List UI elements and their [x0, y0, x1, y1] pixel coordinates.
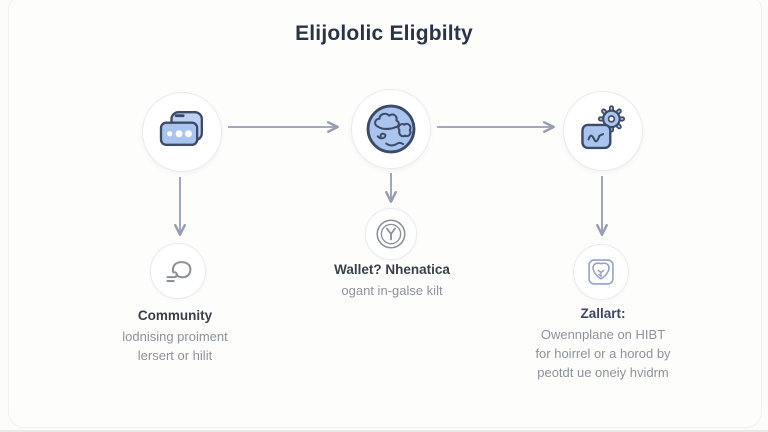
node-3-text: Zallart: Owennplane on HIBT for hoirrel … [516, 306, 690, 382]
node-3-line-2: for hoirrel or a horod by [535, 346, 671, 361]
gear-document-icon [581, 105, 625, 150]
node-1-circle [150, 243, 206, 299]
bottom-edge-line [0, 430, 768, 432]
node-2-line-1: ogant in-galse kilt [341, 283, 443, 298]
step-1-circle [142, 92, 222, 172]
node-1-title: Community [137, 308, 213, 323]
node-3-circle [573, 244, 629, 300]
page-title: Elijololic Eligbilty [295, 22, 473, 45]
globe-clouds-icon [366, 104, 416, 154]
squiggle-loop-icon [166, 261, 192, 283]
node-3-line-3: peotdt ue oneiy hvidrm [537, 365, 669, 380]
step-3-circle [563, 91, 643, 171]
node-3-title: Zallart: [580, 306, 626, 321]
node-2-title: Wallet? Nhenatica [334, 262, 450, 277]
node-1-line-1: lodnising proiment [122, 329, 228, 344]
crest-shield-icon [588, 259, 614, 285]
medal-y-icon [376, 219, 406, 249]
stacked-cards-icon [159, 111, 204, 146]
node-3-line-1: Owennplane on HIBT [540, 327, 666, 342]
node-1-line-2: lersert or hilit [137, 348, 213, 363]
node-2-circle [365, 208, 417, 260]
node-1-text: Community lodnising proiment lersert or … [95, 308, 255, 365]
node-2-text: Wallet? Nhenatica ogant in-galse kilt [311, 262, 473, 300]
step-2-circle [351, 89, 431, 169]
